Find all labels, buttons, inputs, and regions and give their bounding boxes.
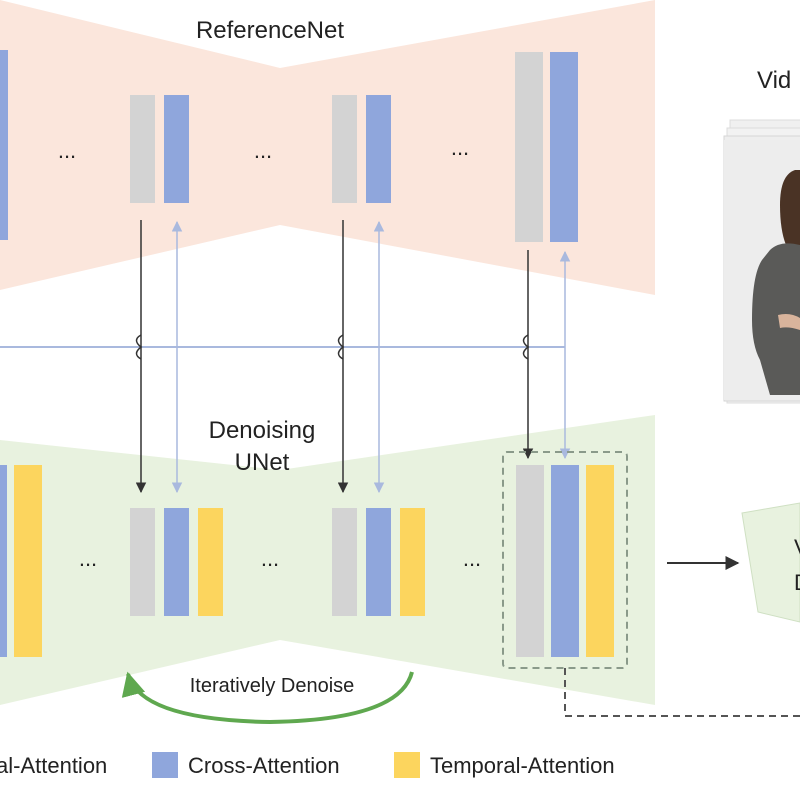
unet-block-1-spatial <box>130 508 155 616</box>
ref-ellipsis-1: ... <box>58 138 76 163</box>
unet-block-3-cross <box>551 465 579 657</box>
unet-block-3-spatial <box>516 465 544 657</box>
unet-block-1-cross <box>164 508 189 616</box>
legend-temporal-label: Temporal-Attention <box>430 753 615 778</box>
iterate-label: Iteratively Denoise <box>190 675 355 697</box>
ref-block-3-spatial <box>515 52 543 242</box>
ref-ellipsis-2: ... <box>254 138 272 163</box>
unet-block-1-temporal <box>198 508 223 616</box>
video-label: Vid <box>757 67 791 94</box>
unet-ellipsis-3: ... <box>463 546 481 571</box>
unet-background <box>0 415 655 705</box>
legend-temporal-swatch <box>394 752 420 778</box>
unet-ellipsis-1: ... <box>79 546 97 571</box>
unet-block-2-temporal <box>400 508 425 616</box>
legend-spatial-label: al-Attention <box>0 753 107 778</box>
ref-block-1-cross <box>164 95 189 203</box>
unet-block-3-temporal <box>586 465 614 657</box>
legend-cross-label: Cross-Attention <box>188 753 340 778</box>
unet-ellipsis-2: ... <box>261 546 279 571</box>
unet-block-2-spatial <box>332 508 357 616</box>
iterate-arrow <box>121 671 414 725</box>
video-person-image <box>724 140 800 400</box>
ref-block-1-spatial <box>130 95 155 203</box>
referencenet-title: ReferenceNet <box>196 17 344 44</box>
unet-block-0-cross <box>0 465 7 657</box>
legend-cross-swatch <box>152 752 178 778</box>
dashed-connector <box>564 668 800 717</box>
ref-block-3-cross <box>550 52 578 242</box>
ref-block-2-spatial <box>332 95 357 203</box>
unet-block-0-temporal <box>14 465 42 657</box>
ref-block-0-cross <box>0 50 8 240</box>
output-decoder-text-2: D <box>794 570 800 595</box>
unet-title-line2: UNet <box>235 449 290 476</box>
ref-ellipsis-3: ... <box>451 135 469 160</box>
ref-block-2-cross <box>366 95 391 203</box>
output-decoder-text-1: V <box>794 535 800 560</box>
referencenet-background <box>0 0 655 295</box>
unet-title-line1: Denoising <box>209 417 316 444</box>
unet-block-2-cross <box>366 508 391 616</box>
output-decoder-shape <box>741 502 800 623</box>
